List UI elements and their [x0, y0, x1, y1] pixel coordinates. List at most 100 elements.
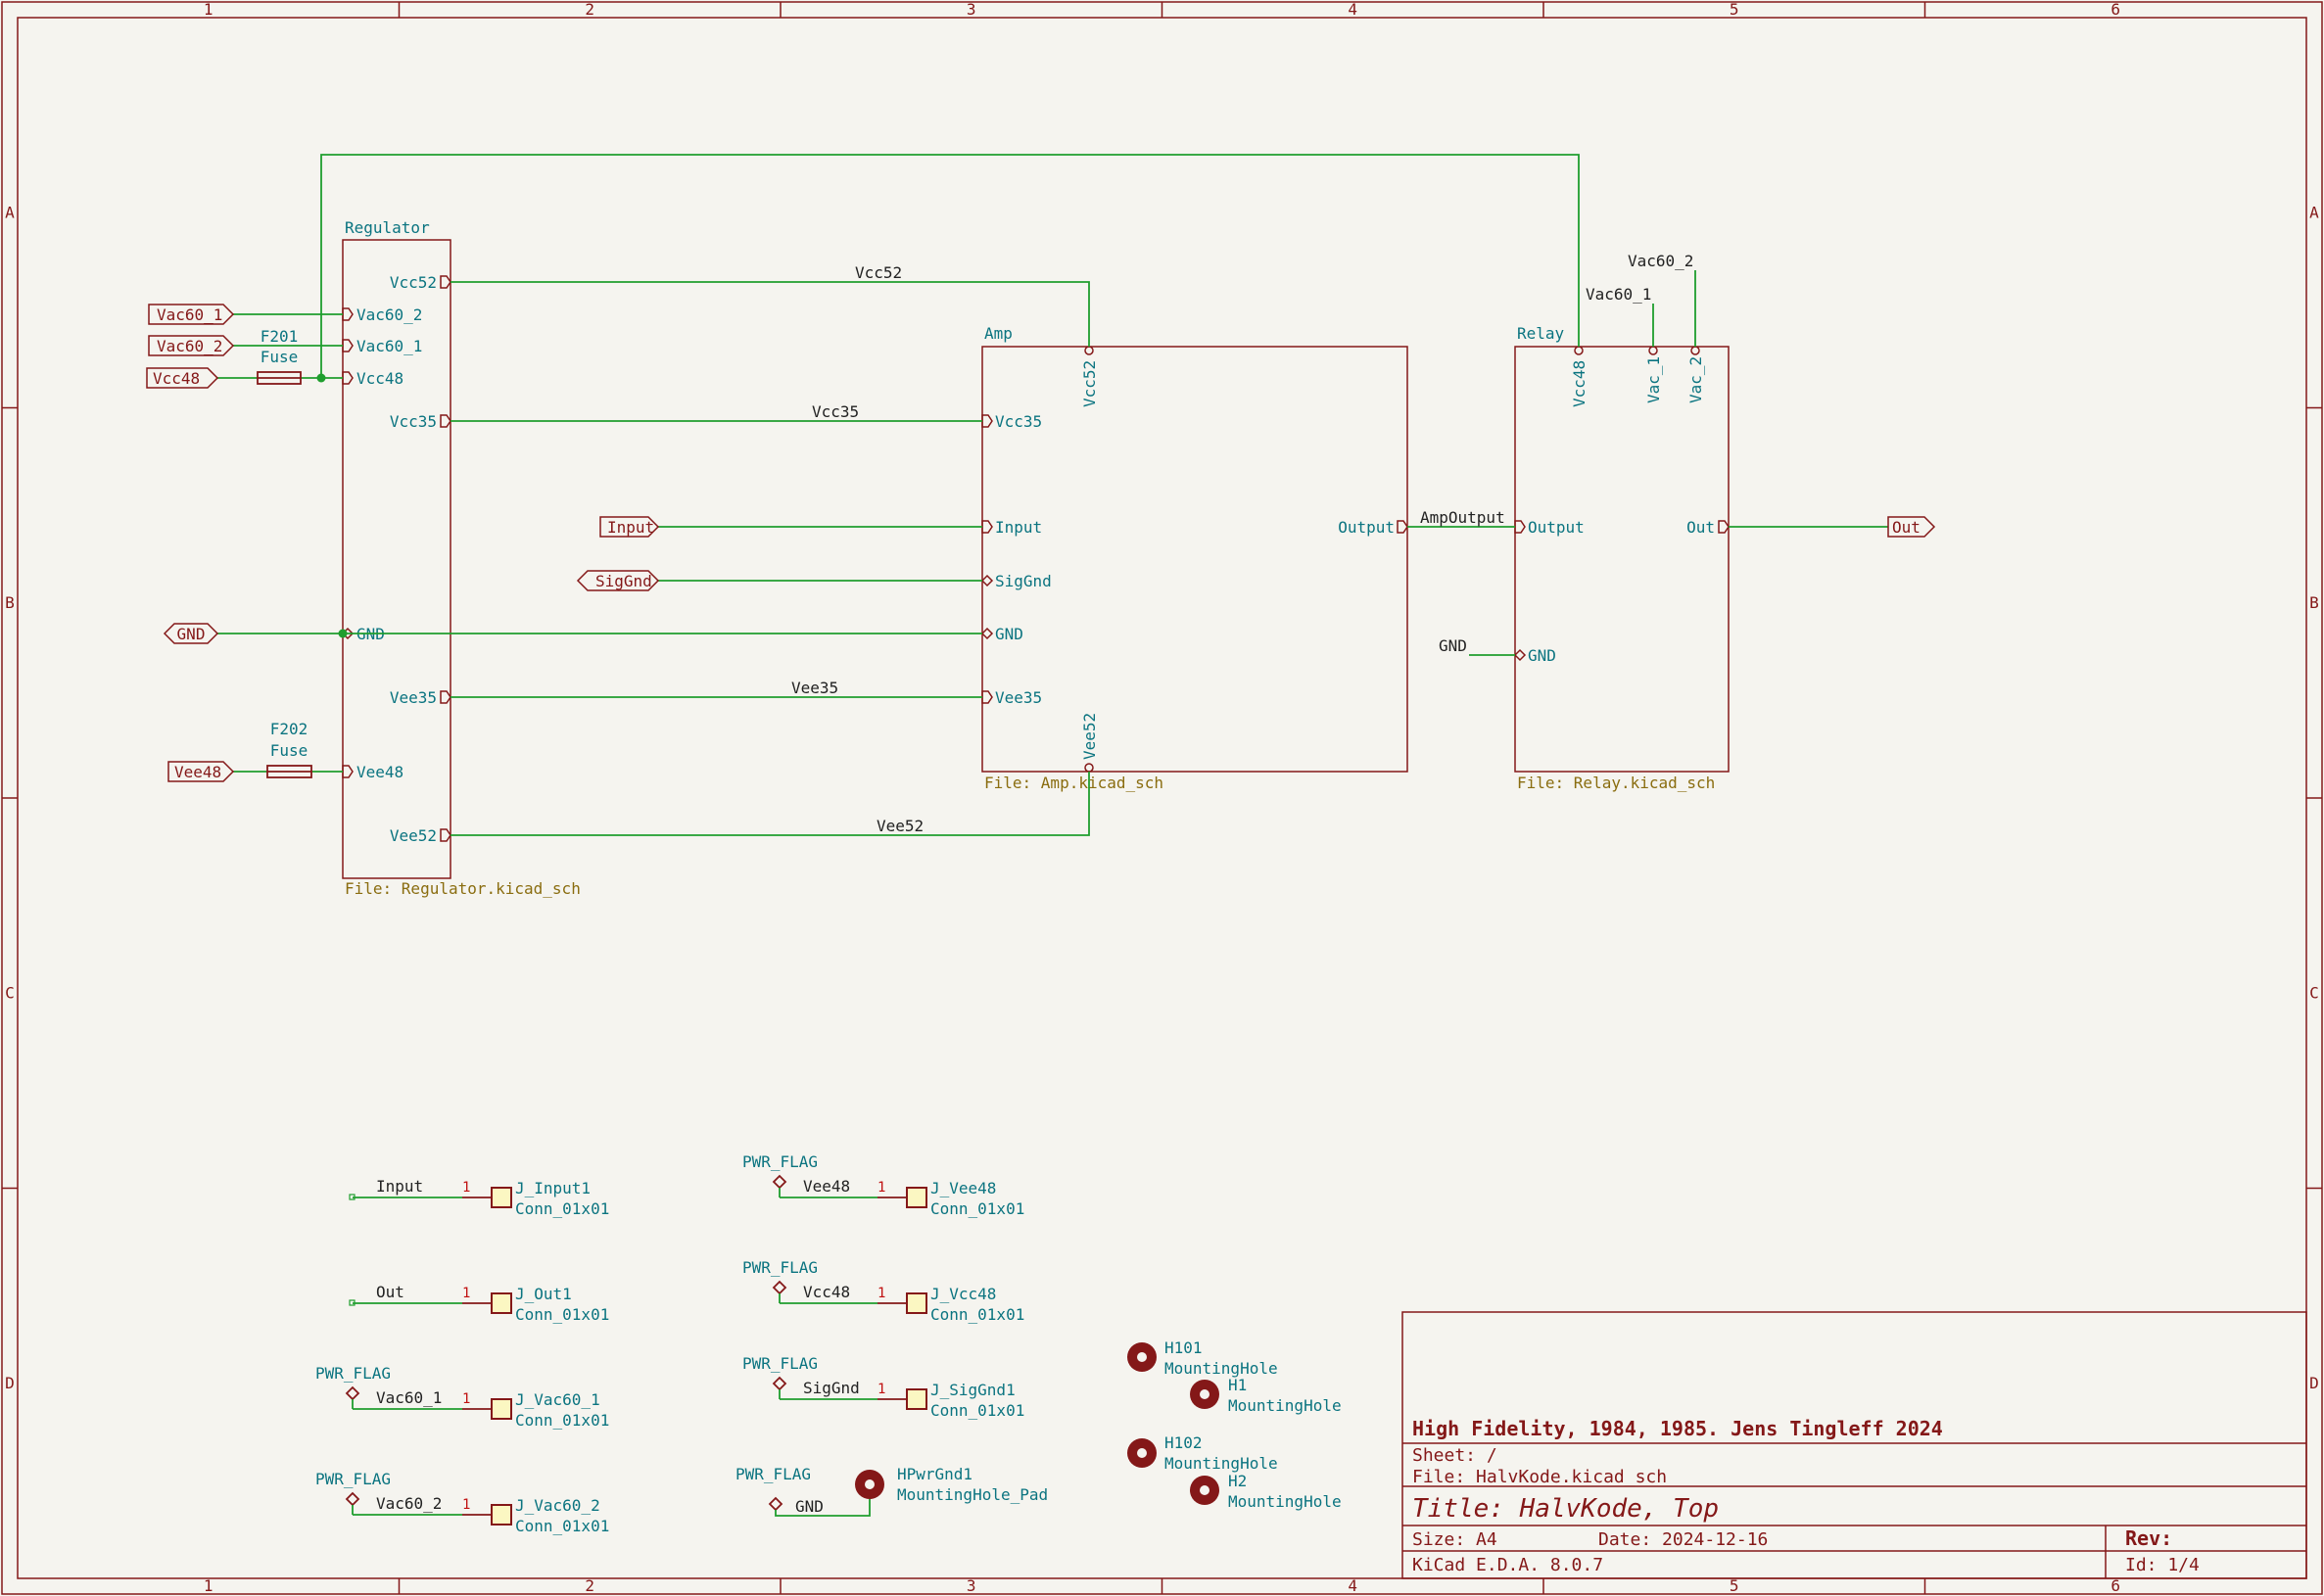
connector-body	[906, 1292, 927, 1314]
pin-relay-gnd: GND	[1528, 646, 1556, 665]
border-col-label-bottom: 4	[1348, 1576, 1357, 1595]
hier-label-siggnd[interactable]: SigGnd	[576, 570, 660, 591]
connector-ref: J_Out1	[515, 1285, 572, 1303]
border-row-label-left: C	[5, 983, 15, 1002]
pwr-flag-icon	[772, 1280, 787, 1295]
hier-label-text: Vac60_2	[157, 337, 222, 355]
hier-label-gnd[interactable]: GND	[163, 623, 219, 644]
tb-file: File: HalvKode.kicad_sch	[1412, 1467, 1667, 1487]
hier-label-input[interactable]: Input	[599, 516, 660, 538]
net-label-ampoutput: AmpOutput	[1420, 508, 1505, 527]
border-col-label-top: 4	[1348, 0, 1357, 19]
connector-ref: J_Vee48	[930, 1179, 996, 1197]
fuse-f201[interactable]: F201 Fuse	[257, 327, 302, 385]
pwr-flag-label: PWR_FLAG	[742, 1152, 818, 1171]
mounting-hole-h101[interactable]: H101 MountingHole	[1127, 1338, 1278, 1378]
connector-body	[491, 1504, 512, 1526]
pwr-flag-label: PWR_FLAG	[742, 1258, 818, 1277]
pin-amp-vcc35: Vcc35	[995, 412, 1042, 431]
pin-relay-out: Out	[1686, 518, 1715, 537]
hole-value: MountingHole	[1228, 1396, 1342, 1415]
hier-label-text: Vac60_1	[157, 305, 222, 324]
pad-value: MountingHole_Pad	[897, 1485, 1048, 1504]
sheet-amp[interactable]: Amp File: Amp.kicad_sch Vcc52 Vee52 Vcc3…	[980, 324, 1408, 792]
tb-size: Size: A4	[1412, 1529, 1497, 1550]
hier-label-vac60-1[interactable]: Vac60_1	[148, 304, 235, 325]
connector-body	[906, 1187, 927, 1208]
border-col-label-top: 1	[204, 0, 213, 19]
hier-label-text: SigGnd	[595, 572, 652, 590]
sheet-file-regulator: File: Regulator.kicad_sch	[345, 879, 581, 898]
hole-ref: H2	[1228, 1472, 1247, 1490]
tb-sheet: Sheet: /	[1412, 1445, 1497, 1466]
connector-net-label: SigGnd	[803, 1379, 860, 1397]
border-row-label-right: A	[2309, 203, 2319, 221]
connector-net-label: Vcc48	[803, 1283, 850, 1301]
pin-amp-siggnd: SigGnd	[995, 572, 1052, 590]
sheet-regulator[interactable]: Regulator File: Regulator.kicad_sch Vcc5…	[341, 218, 581, 898]
connector-net-label: Out	[376, 1283, 404, 1301]
mounting-hole-h1[interactable]: H1 MountingHole	[1190, 1376, 1342, 1415]
hier-label-text: Vee48	[174, 763, 221, 781]
border-row-label-right: C	[2309, 983, 2319, 1002]
pwr-flag-icon	[772, 1174, 787, 1190]
tb-title: Title: HalvKode, Top	[1412, 1494, 1719, 1524]
fuse-f202-ref: F202	[270, 720, 308, 738]
connector-value: Conn_01x01	[515, 1517, 609, 1535]
connector-pin-number: 1	[462, 1180, 470, 1196]
pin-amp-output: Output	[1338, 518, 1395, 537]
pwr-flag-icon	[345, 1491, 360, 1507]
hole-value: MountingHole	[1164, 1454, 1278, 1473]
pin-regulator-vac60-2: Vac60_2	[356, 305, 422, 324]
hier-label-vee48[interactable]: Vee48	[167, 761, 235, 782]
connector-net-label: Vac60_2	[376, 1494, 442, 1513]
wires	[217, 154, 1888, 836]
connector-body	[906, 1388, 927, 1410]
hole-value: MountingHole	[1164, 1359, 1278, 1378]
sheet-relay[interactable]: Relay File: Relay.kicad_sch Vcc48 Vac_1 …	[1513, 324, 1730, 792]
connector-value: Conn_01x01	[930, 1401, 1024, 1420]
tb-company: High Fidelity, 1984, 1985. Jens Tingleff…	[1412, 1417, 1943, 1440]
mounting-pad-hpwrgnd1[interactable]: PWR_FLAG GND HPwrGnd1 MountingHole_Pad	[735, 1465, 1048, 1517]
fuse-f202[interactable]: F202 Fuse	[266, 720, 312, 778]
pin-amp-vee52: Vee52	[1080, 713, 1099, 760]
pin-regulator-vee48: Vee48	[356, 763, 403, 781]
fuse-f201-ref: F201	[261, 327, 299, 346]
connector-net-label: Vac60_1	[376, 1388, 442, 1407]
connector-pin-number: 1	[877, 1180, 885, 1196]
tb-tool: KiCad E.D.A. 8.0.7	[1412, 1555, 1603, 1575]
pwr-flag-label: PWR_FLAG	[315, 1364, 391, 1383]
border-col-label-top: 6	[2111, 0, 2120, 19]
tb-id: Id: 1/4	[2125, 1555, 2200, 1575]
connector-value: Conn_01x01	[515, 1411, 609, 1430]
connector-net-label: Input	[376, 1177, 423, 1196]
pin-regulator-vcc48: Vcc48	[356, 369, 403, 388]
hier-label-text: Input	[607, 518, 654, 537]
hier-label-vcc48[interactable]: Vcc48	[146, 367, 219, 389]
mounting-hole-h102[interactable]: H102 MountingHole	[1127, 1433, 1278, 1473]
border-col-label-top: 5	[1730, 0, 1739, 19]
net-label-vee35: Vee35	[791, 679, 838, 697]
border-row-label-left: D	[5, 1374, 15, 1392]
mounting-hole-h2[interactable]: H2 MountingHole	[1190, 1472, 1342, 1511]
tb-rev: Rev:	[2125, 1526, 2172, 1550]
hier-label-vac60-2[interactable]: Vac60_2	[148, 335, 235, 356]
connector-ref: J_Vcc48	[930, 1285, 996, 1303]
fuse-f202-value: Fuse	[270, 741, 308, 760]
pin-relay-vac-1: Vac_1	[1644, 356, 1663, 403]
pin-regulator-vac60-1: Vac60_1	[356, 337, 422, 355]
pin-relay-vcc48: Vcc48	[1570, 360, 1589, 407]
connector-pin-number: 1	[877, 1382, 885, 1397]
hole-ref: H102	[1164, 1433, 1203, 1452]
hier-label-out[interactable]: Out	[1887, 516, 1936, 538]
border-row-label-left: B	[5, 593, 15, 612]
